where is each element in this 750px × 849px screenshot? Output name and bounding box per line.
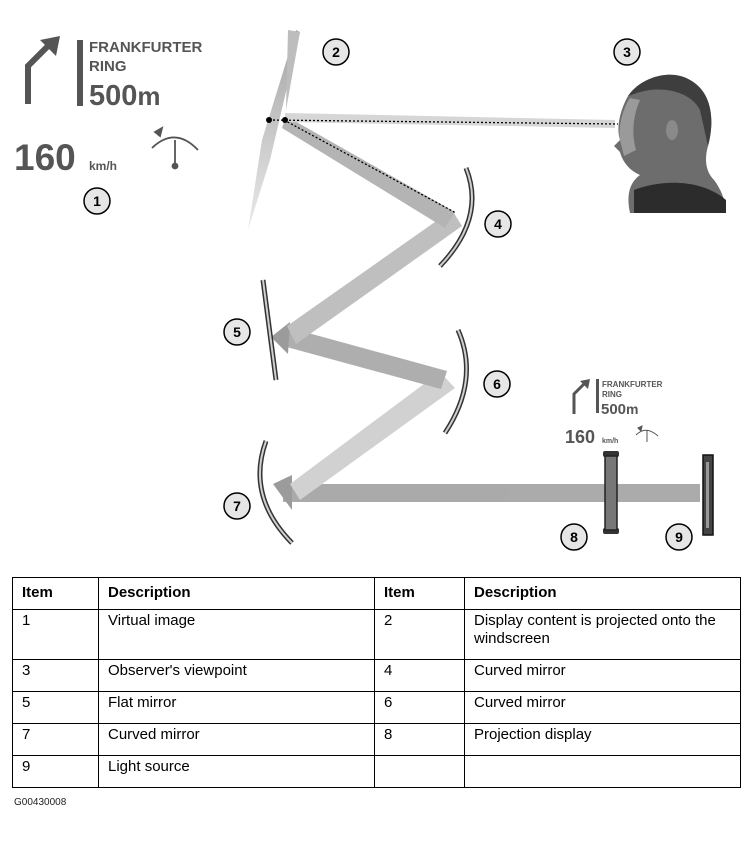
callout-1: 1 bbox=[83, 187, 111, 215]
item-number: 7 bbox=[12, 723, 99, 756]
callout-6: 6 bbox=[483, 370, 511, 398]
item-number: 8 bbox=[374, 723, 465, 756]
item-number: 2 bbox=[374, 609, 465, 660]
item-description: Curved mirror bbox=[464, 691, 741, 724]
callout-4: 4 bbox=[484, 210, 512, 238]
item-number: 9 bbox=[12, 755, 99, 788]
item-description: Curved mirror bbox=[464, 659, 741, 692]
hud-optics-diagram: FRANKFURTER RING 500m 160 km/h FRANKFURT… bbox=[14, 30, 726, 551]
svg-text:3: 3 bbox=[623, 44, 631, 60]
table-row: 3 Observer's viewpoint 4 Curved mirror bbox=[12, 659, 741, 692]
street-name-line2: RING bbox=[89, 58, 127, 75]
svg-text:500m: 500m bbox=[601, 401, 638, 418]
item-number: 1 bbox=[12, 609, 99, 660]
speed-small-value: 160 bbox=[565, 427, 595, 447]
speed-unit: km/h bbox=[89, 159, 117, 173]
table-row: 7 Curved mirror 8 Projection display bbox=[12, 723, 741, 756]
svg-text:2: 2 bbox=[332, 44, 340, 60]
turn-arrow-icon bbox=[25, 36, 60, 104]
legend-header-row: Item Description Item Description bbox=[12, 577, 741, 610]
svg-text:9: 9 bbox=[675, 529, 683, 545]
distance-value: 500 bbox=[89, 80, 137, 112]
table-row: 9 Light source bbox=[12, 755, 741, 788]
callout-3: 3 bbox=[613, 38, 641, 66]
item-description: Curved mirror bbox=[98, 723, 375, 756]
svg-text:5: 5 bbox=[233, 324, 241, 340]
table-row: 5 Flat mirror 6 Curved mirror bbox=[12, 691, 741, 724]
item-number: 3 bbox=[12, 659, 99, 692]
svg-text:500m: 500m bbox=[89, 80, 161, 112]
display-image-small: FRANKFURTER RING 500m 160 km/h bbox=[565, 379, 663, 447]
callout-9: 9 bbox=[665, 523, 693, 551]
header-description: Description bbox=[98, 577, 375, 610]
item-description: Virtual image bbox=[98, 609, 375, 660]
item-description: Observer's viewpoint bbox=[98, 659, 375, 692]
distance-small-unit: m bbox=[626, 401, 638, 417]
callout-5: 5 bbox=[223, 318, 251, 346]
legend-table: Item Description Item Description 1 Virt… bbox=[12, 577, 741, 788]
street-name-small-line2: RING bbox=[602, 390, 622, 399]
callout-8: 8 bbox=[560, 523, 588, 551]
header-item: Item bbox=[374, 577, 465, 610]
speed-value: 160 bbox=[14, 137, 76, 178]
reference-code: G00430008 bbox=[14, 797, 67, 808]
callout-7: 7 bbox=[223, 492, 251, 520]
table-row: 1 Virtual image 2 Display content is pro… bbox=[12, 609, 741, 660]
item-description: Light source bbox=[98, 755, 375, 788]
street-name-small-line1: FRANKFURTER bbox=[602, 380, 663, 389]
item-description bbox=[464, 755, 741, 788]
svg-text:4: 4 bbox=[494, 216, 502, 232]
item-description: Projection display bbox=[464, 723, 741, 756]
distance-unit: m bbox=[137, 81, 160, 111]
item-number: 4 bbox=[374, 659, 465, 692]
projection-display bbox=[603, 451, 619, 534]
callout-2: 2 bbox=[322, 38, 350, 66]
turn-arrow-small-icon bbox=[572, 379, 590, 414]
speed-small-unit: km/h bbox=[602, 438, 618, 445]
item-number: 6 bbox=[374, 691, 465, 724]
virtual-image-sign: FRANKFURTER RING 500m 160 km/h bbox=[14, 36, 202, 178]
observer-head-icon bbox=[614, 74, 726, 214]
svg-text:7: 7 bbox=[233, 498, 241, 514]
header-item: Item bbox=[12, 577, 99, 610]
speedometer-icon bbox=[151, 126, 199, 170]
item-number bbox=[374, 755, 465, 788]
street-name-line1: FRANKFURTER bbox=[89, 39, 202, 56]
svg-text:8: 8 bbox=[570, 529, 578, 545]
sight-lines bbox=[268, 119, 619, 214]
light-beam-path bbox=[271, 113, 700, 510]
header-description: Description bbox=[464, 577, 741, 610]
item-number: 5 bbox=[12, 691, 99, 724]
svg-text:6: 6 bbox=[493, 376, 501, 392]
item-description: Flat mirror bbox=[98, 691, 375, 724]
svg-text:1: 1 bbox=[93, 193, 101, 209]
light-source bbox=[702, 454, 714, 536]
item-description: Display content is projected onto the wi… bbox=[464, 609, 741, 660]
distance-small-value: 500 bbox=[601, 401, 626, 418]
speedometer-small-icon bbox=[635, 425, 659, 442]
